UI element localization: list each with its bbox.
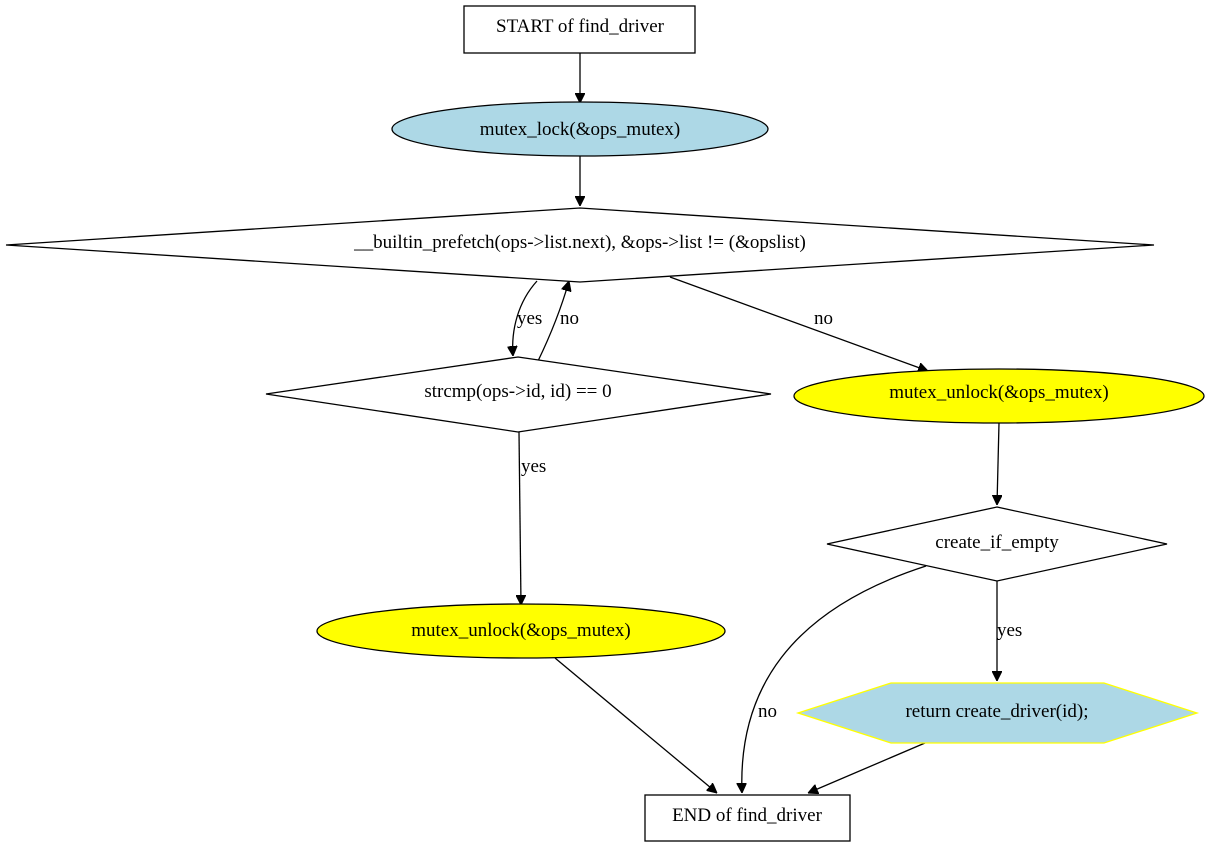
node-strcmp: strcmp(ops->id, id) == 0: [265, 356, 772, 433]
mutex-unlock-right-ellipse: [793, 368, 1205, 424]
start-box: [463, 5, 696, 54]
mutex-lock-ellipse: [391, 101, 769, 157]
mutex-lock-label: mutex_lock(&ops_mutex): [480, 119, 681, 140]
strcmp-label: strcmp(ops->id, id) == 0: [424, 381, 611, 402]
create-if-empty-diamond: [826, 506, 1168, 582]
mutex-unlock-left-ellipse: [316, 603, 726, 659]
edge-loop-yes: [513, 280, 538, 356]
node-mutex-lock: mutex_lock(&ops_mutex): [391, 101, 769, 157]
node-create-if-empty: create_if_empty: [826, 506, 1168, 582]
loop-condition-diamond: [5, 207, 1155, 283]
edge-label-loop-no-back: no: [560, 308, 579, 329]
edge-label-loop-no-exit: no: [814, 308, 833, 329]
edge-unlock-right-to-create: [997, 422, 999, 505]
mutex-unlock-left-label: mutex_unlock(&ops_mutex): [411, 620, 631, 641]
edge-loop-no-exit: [669, 276, 928, 371]
end-label: END of find_driver: [672, 805, 823, 826]
node-mutex-unlock-left: mutex_unlock(&ops_mutex): [316, 603, 726, 659]
end-box: [644, 794, 851, 842]
edge-create-no: [742, 565, 927, 793]
edges: [513, 53, 999, 793]
node-loop-condition: __builtin_prefetch(ops->list.next), &ops…: [5, 207, 1155, 283]
mutex-unlock-right-label: mutex_unlock(&ops_mutex): [889, 382, 1109, 403]
create-if-empty-label: create_if_empty: [935, 532, 1059, 553]
return-create-driver-hexagon: [795, 682, 1200, 744]
node-start: START of find_driver: [463, 5, 696, 54]
edge-return-to-end: [808, 742, 926, 793]
return-create-driver-label: return create_driver(id);: [905, 701, 1088, 722]
edge-label-strcmp-yes: yes: [521, 456, 546, 477]
edge-label-loop-yes: yes: [517, 308, 542, 329]
node-return-create-driver: return create_driver(id);: [795, 682, 1200, 744]
edge-loop-no-back: [537, 281, 569, 362]
edge-label-create-yes: yes: [997, 620, 1022, 641]
start-label: START of find_driver: [496, 16, 665, 37]
node-mutex-unlock-right: mutex_unlock(&ops_mutex): [793, 368, 1205, 424]
strcmp-diamond: [265, 356, 772, 433]
edge-label-create-no: no: [758, 701, 777, 722]
edge-unlock-left-to-end: [554, 657, 717, 793]
node-end: END of find_driver: [644, 794, 851, 842]
edge-strcmp-yes: [519, 431, 521, 605]
loop-condition-label: __builtin_prefetch(ops->list.next), &ops…: [353, 232, 806, 253]
